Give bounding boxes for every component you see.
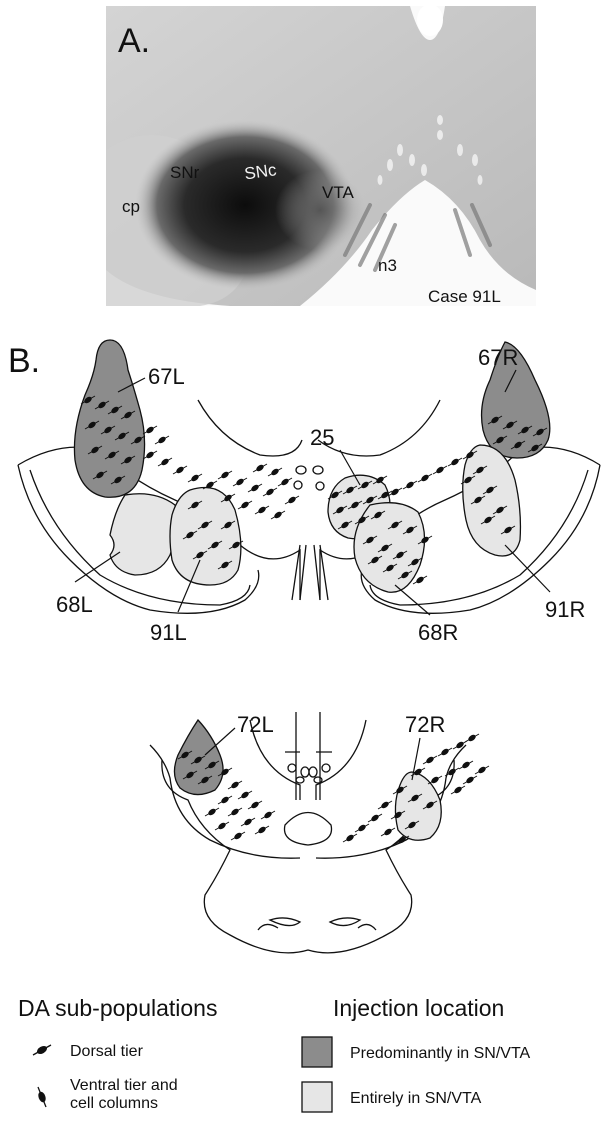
legend-entirely-label: Entirely in SN/VTA — [350, 1090, 482, 1107]
legend-ventral-label-1: Ventral tier and — [70, 1077, 178, 1094]
lower-da-cells — [178, 733, 489, 844]
label-68L: 68L — [56, 592, 93, 617]
label-67L: 67L — [148, 364, 185, 389]
label-25: 25 — [310, 425, 334, 450]
injection-91R — [463, 445, 521, 556]
cp-label: cp — [122, 197, 140, 216]
legend-ventral-label-2: cell columns — [70, 1095, 158, 1112]
injection-68L — [110, 494, 177, 575]
label-91L: 91L — [150, 620, 187, 645]
injection-68R — [354, 503, 425, 593]
label-68R: 68R — [418, 620, 458, 645]
panel-b-lower-schematic: 72L 72R — [150, 712, 489, 953]
label-91R: 91R — [545, 597, 585, 622]
legend-predominant-label: Predominantly in SN/VTA — [350, 1045, 531, 1062]
legend-predominant-swatch — [302, 1037, 332, 1067]
legend: DA sub-populations Dorsal tier Ventral t… — [18, 995, 531, 1112]
legend-dorsal-label: Dorsal tier — [70, 1043, 144, 1060]
panel-b-letter: B. — [8, 342, 40, 380]
vta-label: VTA — [322, 183, 354, 202]
label-67R: 67R — [478, 345, 518, 370]
panel-a-letter: A. — [118, 22, 150, 60]
snr-label: SNr — [170, 163, 200, 182]
injection-91L — [170, 488, 241, 586]
legend-da-title: DA sub-populations — [18, 995, 217, 1021]
case-label: Case 91L — [428, 287, 501, 306]
panel-b-upper-schematic: B. — [8, 340, 600, 645]
dorsal-tier-cell-icon — [33, 1044, 51, 1055]
legend-entirely-swatch — [302, 1082, 332, 1112]
legend-injection-title: Injection location — [333, 995, 504, 1021]
ventral-tier-cell-icon — [37, 1087, 47, 1107]
panel-a-photomicrograph: A. SNr SNc VTA cp n3 Case 91L — [106, 4, 536, 306]
n3-label: n3 — [378, 256, 397, 275]
label-72R: 72R — [405, 712, 445, 737]
label-72L: 72L — [237, 712, 274, 737]
injection-67L — [74, 340, 144, 497]
